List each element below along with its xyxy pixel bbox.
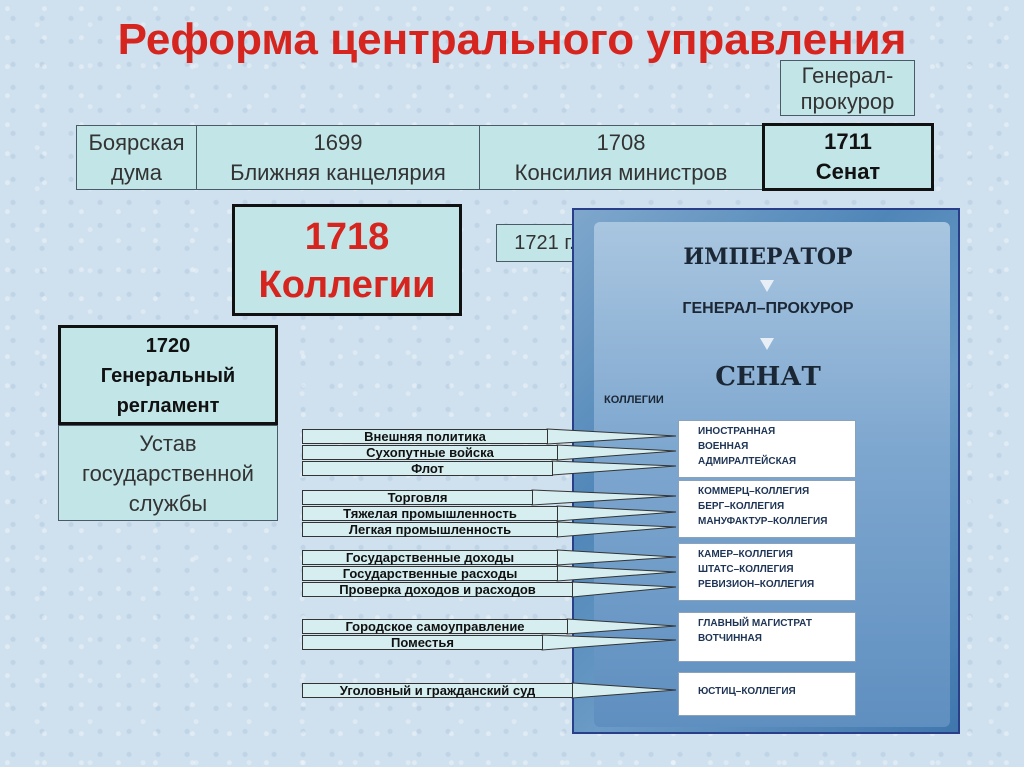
general-prosecutor-line1: Генерал-	[801, 63, 894, 88]
general-prosecutor-box: Генерал- прокурор	[780, 60, 915, 116]
function-label: Уголовный и гражданский суд	[302, 683, 573, 698]
collegium-name: ВОЕННАЯ	[698, 441, 749, 452]
collegium-name: ШТАТС–КОЛЛЕГИЯ	[698, 564, 794, 575]
timeline-council-of-ministers: 1708 Консилия министров	[479, 125, 763, 190]
collegium-name: ИНОСТРАННАЯ	[698, 426, 776, 437]
collegia-group-commerce-industry: КОММЕРЦ–КОЛЛЕГИЯ БЕРГ–КОЛЛЕГИЯ МАНУФАКТУ…	[678, 480, 856, 538]
reglament-line1: Генеральный	[100, 365, 236, 387]
collegia-group-foreign-military-admiralty: ИНОСТРАННАЯ ВОЕННАЯ АДМИРАЛТЕЙСКАЯ	[678, 420, 856, 478]
boyar-duma-line2: дума	[111, 160, 162, 185]
function-label: Тяжелая промышленность	[302, 506, 558, 521]
collegium-name: БЕРГ–КОЛЛЕГИЯ	[698, 501, 785, 512]
function-label: Флот	[302, 461, 553, 476]
reglament-year: 1720	[145, 335, 191, 357]
council-of-ministers-name: Консилия министров	[514, 160, 728, 185]
senate-name: Сенат	[815, 159, 881, 184]
collegia-label: Коллегии	[258, 264, 436, 306]
collegium-name: КОММЕРЦ–КОЛЛЕГИЯ	[698, 486, 810, 497]
collegium-name: ВОТЧИННАЯ	[698, 633, 762, 644]
ustav-line3: службы	[128, 491, 208, 516]
collegium-name: КАМЕР–КОЛЛЕГИЯ	[698, 549, 793, 560]
civil-service-statute-box: Устав государственной службы	[58, 425, 278, 521]
collegium-name: ЮСТИЦ–КОЛЛЕГИЯ	[698, 686, 796, 697]
function-label: Городское самоуправление	[302, 619, 568, 634]
collegium-name: МАНУФАКТУР–КОЛЛЕГИЯ	[698, 516, 828, 527]
function-label: Легкая промышленность	[302, 522, 558, 537]
collegia-panel-label: КОЛЛЕГИИ	[604, 394, 664, 406]
arrow-down-icon	[760, 280, 774, 292]
boyar-duma-line1: Боярская	[88, 130, 185, 155]
council-of-ministers-year: 1708	[596, 130, 646, 155]
ustav-line1: Устав	[139, 431, 197, 456]
emperor-label: ИМПЕРАТОР	[683, 244, 853, 270]
timeline-senate: 1711 Сенат	[762, 123, 934, 191]
senate-panel-label: СЕНАТ	[715, 362, 821, 392]
general-prosecutor-line2: прокурор	[800, 89, 895, 114]
timeline-near-chancellery: 1699 Ближняя канцелярия	[196, 125, 480, 190]
function-label: Торговля	[302, 490, 533, 505]
ustav-line2: государственной	[82, 461, 254, 486]
function-label: Внешняя политика	[302, 429, 548, 444]
general-reglament-box: 1720 Генеральный регламент	[58, 325, 278, 425]
arrow-down-icon	[760, 338, 774, 350]
function-label: Государственные расходы	[302, 566, 558, 581]
near-chancellery-name: Ближняя канцелярия	[230, 160, 446, 185]
collegia-group-magistrate-estates: ГЛАВНЫЙ МАГИСТРАТ ВОТЧИННАЯ	[678, 612, 856, 662]
function-label: Сухопутные войска	[302, 445, 558, 460]
function-label: Государственные доходы	[302, 550, 558, 565]
reglament-line2: регламент	[116, 395, 220, 417]
collegium-name: ГЛАВНЫЙ МАГИСТРАТ	[698, 618, 812, 629]
function-label: Поместья	[302, 635, 543, 650]
prosecutor-label: ГЕНЕРАЛ–ПРОКУРОР	[682, 300, 854, 317]
collegia-1718-box: 1718 Коллегии	[232, 204, 462, 316]
collegia-group-justice: ЮСТИЦ–КОЛЛЕГИЯ	[678, 672, 856, 716]
near-chancellery-year: 1699	[313, 130, 363, 155]
senate-year: 1711	[824, 129, 872, 154]
structure-panel: ИМПЕРАТОР ГЕНЕРАЛ–ПРОКУРОР СЕНАТ КОЛЛЕГИ…	[572, 208, 960, 734]
page-title: Реформа центрального управления	[117, 15, 907, 64]
timeline-boyar-duma: Боярская дума	[76, 125, 197, 190]
collegia-group-finance: КАМЕР–КОЛЛЕГИЯ ШТАТС–КОЛЛЕГИЯ РЕВИЗИОН–К…	[678, 543, 856, 601]
collegia-year: 1718	[304, 216, 390, 258]
collegium-name: РЕВИЗИОН–КОЛЛЕГИЯ	[698, 579, 815, 590]
collegium-name: АДМИРАЛТЕЙСКАЯ	[698, 456, 797, 467]
function-label: Проверка доходов и расходов	[302, 582, 573, 597]
